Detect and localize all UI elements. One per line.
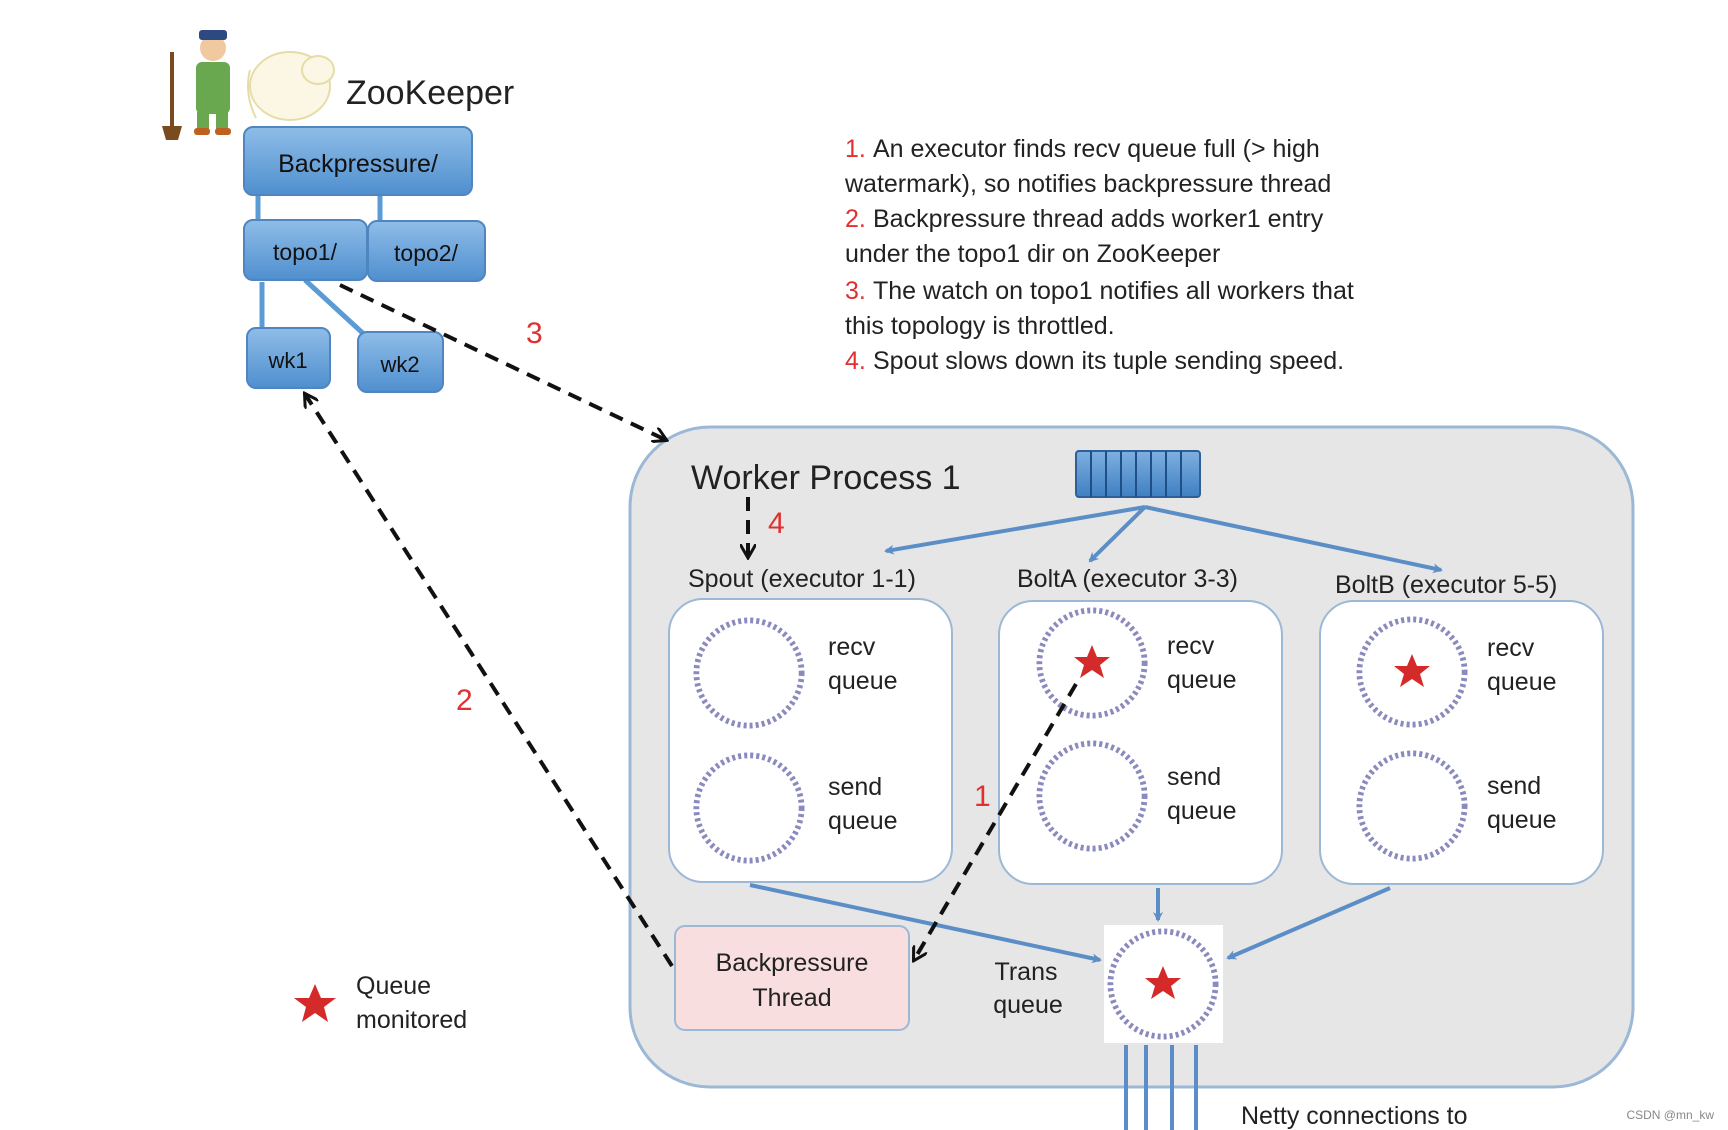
note-2-number: 2. [845,205,866,233]
note-2-line-2: under the topo1 dir on ZooKeeper [845,240,1220,268]
spout-send-queue-ring-icon [693,752,805,864]
zk-node-wk2: wk2 [357,331,444,393]
netty-connections-label: Netty connections to [1241,1102,1468,1130]
note-3-line-2: this topology is throttled. [845,312,1115,340]
step-3-arrow [339,283,666,440]
spout-recv-queue-label-1: recv [828,633,876,661]
note-3-line-1: The watch on topo1 notifies all workers … [873,277,1354,305]
zk-node-backpressure-label: Backpressure/ [278,150,438,178]
step-2-number: 2 [456,684,473,717]
trans-queue-label-1: Trans [995,958,1058,986]
trans-queue-label-2: queue [993,991,1063,1019]
netty-connection-lines [1124,1045,1198,1130]
step-3-number: 3 [526,317,543,350]
note-2: 2. Backpressure thread adds worker1 entr… [845,205,1324,268]
boltb-recv-queue-label-1: recv [1487,634,1535,662]
bolta-send-queue-label-2: queue [1167,797,1237,825]
boltb-send-queue-ring-icon [1356,750,1468,862]
zk-node-backpressure: Backpressure/ [243,126,473,196]
trans-queue-monitored-star-icon [1145,966,1181,999]
notes-block: 1. An executor finds recv queue full (> … [844,135,1354,375]
spout-recv-queue-ring-icon [693,617,805,729]
backpressure-thread: Backpressure Thread [674,925,910,1031]
note-1-number: 1. [845,135,866,163]
step-4-number: 4 [768,507,785,540]
legend-label-2: monitored [356,1006,467,1034]
legend: Queue monitored [294,972,467,1034]
bolta-send-queue-ring-icon [1036,740,1148,852]
zk-node-wk2-label: wk2 [379,352,419,377]
bolta-recv-queue-label-2: queue [1167,666,1237,694]
zookeeper-mascot-icon [162,30,335,140]
step-arrows [305,283,1078,968]
zk-node-topo2-label: topo2/ [394,240,459,266]
bolta-recv-queue-label-1: recv [1167,632,1215,660]
backpressure-thread-label-1: Backpressure [716,949,869,977]
legend-label-1: Queue [356,972,431,1000]
note-4: 4. Spout slows down its tuple sending sp… [845,347,1344,375]
note-4-number: 4. [845,347,866,375]
zk-node-wk1: wk1 [246,327,331,389]
spout-recv-queue-label-2: queue [828,667,898,695]
note-4-line-1: Spout slows down its tuple sending speed… [873,347,1344,375]
boltb-monitored-star-icon [1394,654,1430,687]
executor-boltb-label: BoltB (executor 5-5) [1335,571,1557,599]
note-3: 3. The watch on topo1 notifies all worke… [845,277,1354,340]
zookeeper-title: ZooKeeper [346,74,514,112]
note-1-line-1: An executor finds recv queue full (> hig… [873,135,1320,163]
zk-node-topo1: topo1/ [243,219,368,281]
incoming-buffer-icon [1075,450,1201,498]
executor-spout: recv queue send queue [668,598,953,883]
backpressure-thread-label-2: Thread [752,984,831,1012]
boltb-recv-queue-label-2: queue [1487,668,1557,696]
executor-spout-label: Spout (executor 1-1) [688,565,916,593]
executor-boltb: recv queue send queue [1319,600,1604,885]
note-2-line-1: Backpressure thread adds worker1 entry [873,205,1324,233]
spout-send-queue-label-1: send [828,773,882,801]
note-1: 1. An executor finds recv queue full (> … [844,135,1331,198]
executor-bolta-label: BoltA (executor 3-3) [1017,565,1238,593]
flow-arrows [749,505,1443,964]
zk-node-topo1-label: topo1/ [273,239,338,265]
watermark: CSDN @mn_kw [1626,1108,1714,1122]
worker-process-title: Worker Process 1 [691,459,961,497]
zk-node-topo2: topo2/ [367,220,486,282]
star-icon [294,984,336,1022]
executor-bolta: recv queue send queue [998,600,1283,885]
boltb-send-queue-label-2: queue [1487,806,1557,834]
note-1-line-2: watermark), so notifies backpressure thr… [844,170,1331,198]
note-3-number: 3. [845,277,866,305]
bolta-send-queue-label-1: send [1167,763,1221,791]
zk-node-wk1-label: wk1 [267,348,307,373]
step-1-arrow [914,682,1078,960]
trans-queue: Trans queue [993,925,1223,1043]
step-2-arrow [305,394,674,968]
boltb-send-queue-label-1: send [1487,772,1541,800]
bolta-recv-queue-ring-icon [1036,607,1148,719]
bolta-monitored-star-icon [1074,645,1110,678]
spout-send-queue-label-2: queue [828,807,898,835]
boltb-recv-queue-ring-icon [1356,616,1468,728]
step-1-number: 1 [974,780,991,813]
